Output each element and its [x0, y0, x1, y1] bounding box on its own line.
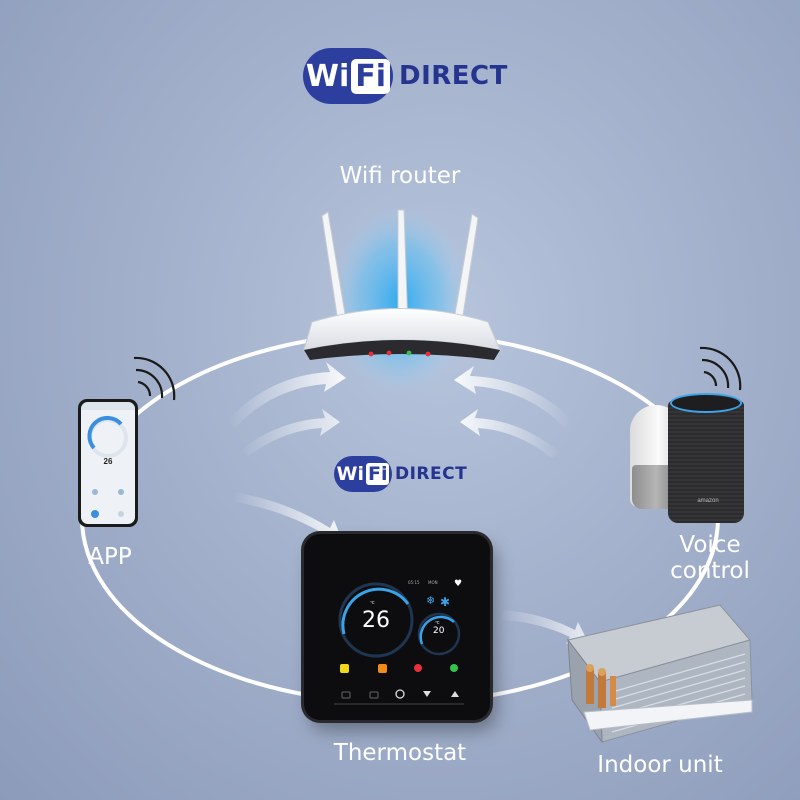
- heating-icon: [378, 664, 387, 673]
- thermostat-day: MON: [428, 580, 438, 585]
- amazon-echo-speaker: [668, 395, 744, 523]
- arrow-icon: [240, 409, 340, 456]
- signal-arrows: [228, 362, 588, 644]
- voice-control-label-line1: Voice: [679, 532, 741, 558]
- thermostat-main-unit: ℃: [370, 600, 375, 605]
- wifi-logo-direct: DIRECT: [395, 464, 468, 484]
- phone-temperature: 26: [103, 457, 113, 466]
- thermostat-device: ♥ ❄ . ✱ 05:15 MON ℃ 26 ℃ 20: [304, 534, 490, 720]
- phone-dial-graphic: [81, 402, 135, 518]
- down-button-icon: [423, 691, 431, 697]
- wifi-logo-wi: Wi: [336, 463, 364, 485]
- thermostat-display-graphic: ♥ ❄ . ✱: [334, 579, 464, 705]
- indoor-unit-label: Indoor unit: [597, 752, 723, 778]
- thermostat-time: 05:15: [408, 580, 420, 585]
- arrow-icon: [454, 366, 572, 428]
- thermostat-sub-temperature: 20: [433, 626, 445, 636]
- voice-control-label: Voice control: [650, 532, 770, 584]
- snowflake-icon: ❄: [426, 594, 435, 607]
- fan-icon: [414, 664, 422, 672]
- wifi-logo-fi: Fi: [351, 58, 391, 94]
- thermostat-label: Thermostat: [333, 740, 467, 766]
- power-button-icon: [395, 689, 405, 699]
- phone-screen: 26: [81, 402, 135, 524]
- thermostat-sub-unit: ℃: [435, 620, 440, 625]
- router-label: Wifi router: [339, 163, 461, 189]
- wifi-logo-fi: Fi: [365, 463, 390, 485]
- hand-icon: [340, 664, 349, 673]
- phone-wifi-signal-icon: [133, 356, 176, 401]
- heart-icon: ♥: [454, 579, 462, 589]
- arrow-icon: [460, 409, 560, 458]
- wifi-logo-direct: DIRECT: [399, 61, 508, 91]
- voice-control-label-line2: control: [670, 558, 750, 584]
- wifi-logo-wi: Wi: [305, 58, 350, 94]
- snow-mode-icon: ✱: [440, 595, 450, 609]
- arrow-icon: [232, 492, 342, 542]
- arrow-icon: [500, 610, 588, 644]
- clock-button-icon: [369, 691, 379, 699]
- speaker-brand-label: amazon: [697, 498, 719, 504]
- phone-app-device: 26: [78, 399, 138, 527]
- indoor-unit-image: [567, 604, 753, 744]
- arrow-icon: [228, 362, 346, 428]
- power-saving-icon: [450, 664, 458, 672]
- menu-button-icon: [341, 691, 351, 699]
- speaker-wifi-signal-icon: [699, 346, 742, 391]
- echo-light-ring: [670, 393, 742, 413]
- app-label: APP: [88, 544, 132, 570]
- thermostat-main-temperature: 26: [362, 608, 390, 633]
- router-icon: [303, 209, 501, 360]
- up-button-icon: [451, 691, 459, 697]
